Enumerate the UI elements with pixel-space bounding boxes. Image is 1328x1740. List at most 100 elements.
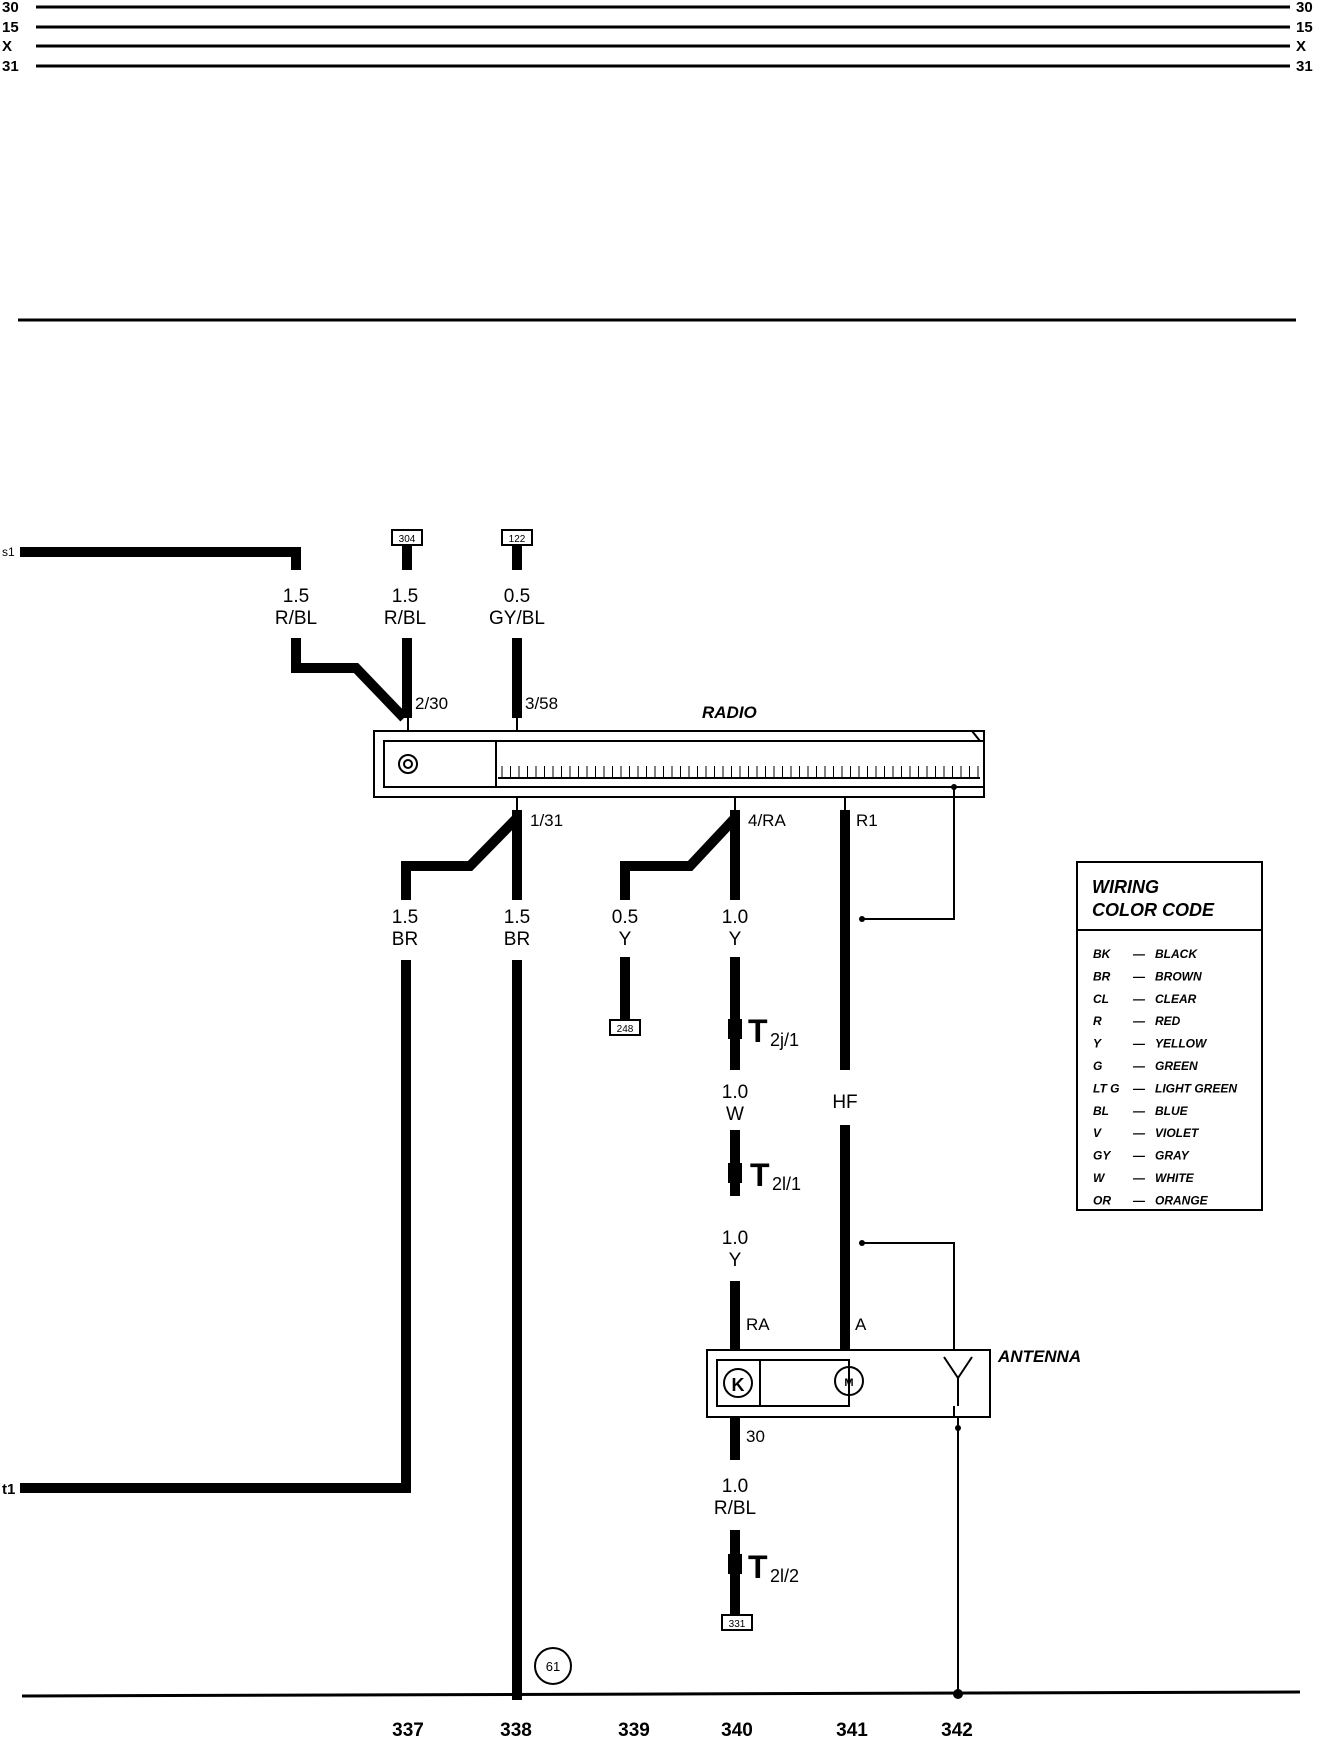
wire-340-gauge-b: 1.0 [722,1082,748,1103]
wire-340-gauge-a: 1.0 [722,907,748,928]
wire-338-gauge: 1.5 [504,907,530,928]
legend-code: BK [1093,947,1112,961]
pin-3-58: 3/58 [525,694,558,713]
legend-code: G [1093,1059,1102,1073]
footer-338: 338 [500,1720,532,1740]
pin-ra: RA [746,1315,770,1334]
footer-numbers: 337 338 339 340 341 342 [392,1720,973,1740]
radio-scale-ticks [501,766,979,778]
legend-code: V [1093,1126,1102,1140]
wire-340-color-b: W [726,1104,744,1125]
legend-dash: — [1132,1149,1146,1163]
legend-title-1: WIRING [1092,877,1159,897]
legend-code: GY [1093,1149,1111,1163]
wire-340-color-c: Y [729,1250,742,1271]
bus-x-right: X [1296,38,1306,55]
legend-rows: BK—BLACKBR—BROWNCL—CLEARR—REDY—YELLOWG—G… [1093,947,1237,1207]
footer-342: 342 [941,1720,973,1740]
radio-label: RADIO [702,703,757,722]
pin-30: 30 [746,1427,765,1446]
connector-t2j1-sub: 2j/1 [770,1030,799,1050]
footer-337: 337 [392,1720,424,1740]
wire-122-color: GY/BL [489,608,545,629]
legend-dash: — [1132,1037,1146,1051]
wire-338-color: BR [504,929,530,950]
motor-icon [834,1366,864,1396]
antenna-label: ANTENNA [997,1347,1081,1366]
wire-122: 122 0.5 GY/BL [489,529,545,718]
wire-341-color: HF [832,1092,857,1113]
legend-title-2: COLOR CODE [1092,900,1215,920]
wire-340-lower: 30 1.0 R/BL T 2l/2 331 [714,1417,799,1631]
legend-color-name: BLUE [1155,1104,1189,1118]
wire-340-color-d: R/BL [714,1498,756,1519]
bus-x-left: X [2,38,12,55]
legend-color-name: GRAY [1155,1149,1190,1163]
wire-304-color: R/BL [384,608,426,629]
s1-label: s1 [2,545,15,559]
ref-304: 304 [399,534,416,545]
wire-339-color: Y [619,929,632,950]
footer-341: 341 [836,1720,868,1740]
bus-30-right: 30 [1296,0,1313,16]
legend-code: Y [1093,1037,1102,1051]
wire-337-color: BR [392,929,418,950]
connector-t2l2-main: T [748,1549,768,1585]
wire-340-gauge-d: 1.0 [722,1476,748,1497]
legend-color-name: VIOLET [1155,1126,1200,1140]
relay-k-icon [723,1368,753,1398]
wire-s1-color: R/BL [275,608,317,629]
legend-dash: — [1132,1081,1146,1095]
pin-1-31: 1/31 [530,811,563,830]
connector-t2j1-main: T [748,1013,768,1049]
bus-15-right: 15 [1296,19,1313,36]
pin-4-ra: 4/RA [748,811,786,830]
legend-code: CL [1093,992,1109,1006]
footer-340: 340 [721,1720,753,1740]
wire-339-gauge: 0.5 [612,907,638,928]
antenna-symbol-icon [943,1356,973,1406]
antenna-unit: ANTENNA K M [706,1347,1081,1418]
legend-color-name: WHITE [1155,1171,1195,1185]
legend-code: R [1093,1014,1102,1028]
connector-t2l2-sub: 2l/2 [770,1566,799,1586]
ground-point-label: 61 [546,1659,560,1674]
wire-304-gauge: 1.5 [392,586,418,607]
legend-color-name: LIGHT GREEN [1155,1081,1237,1095]
t1-label: t1 [2,1481,15,1498]
legend-color-name: YELLOW [1155,1037,1208,1051]
legend-dash: — [1132,1014,1146,1028]
bus-30-left: 30 [2,0,19,16]
bus-31-right: 31 [1296,58,1313,75]
connector-t2l1-main: T [750,1157,770,1193]
ref-122: 122 [509,534,526,545]
pin-2-30: 2/30 [415,694,448,713]
legend-dash: — [1132,947,1146,961]
legend-code: LT G [1093,1081,1119,1095]
connector-t2l2-icon [728,1554,742,1574]
legend-dash: — [1132,1126,1146,1140]
color-code-legend: WIRING COLOR CODE BK—BLACKBR—BROWNCL—CLE… [1076,861,1263,1211]
legend-dash: — [1132,1059,1146,1073]
ground-bus: 61 [21,1647,1301,1700]
legend-color-name: GREEN [1155,1059,1198,1073]
legend-dash: — [1132,1171,1146,1185]
wire-337-gauge: 1.5 [392,907,418,928]
connector-t2l1-sub: 2l/1 [772,1174,801,1194]
legend-color-name: CLEAR [1155,992,1197,1006]
footer-339: 339 [618,1720,650,1740]
wire-337-338: 1.5 BR 1.5 BR t1 [2,797,530,1700]
bus-15-left: 15 [2,19,19,36]
svg-text:K: K [732,1375,745,1395]
legend-color-name: BLACK [1155,947,1198,961]
legend-code: OR [1093,1193,1111,1207]
legend-code: BL [1093,1104,1109,1118]
pin-r1: R1 [856,811,878,830]
legend-dash: — [1132,969,1146,983]
connector-t2j1-icon [728,1019,742,1039]
legend-dash: — [1132,1193,1146,1207]
wire-s1-gauge: 1.5 [283,586,309,607]
legend-code: BR [1093,969,1111,983]
wire-339-340: 0.5 Y 248 1.0 Y T 2j/1 1.0 W T 2l/1 1.0 … [609,797,801,1350]
